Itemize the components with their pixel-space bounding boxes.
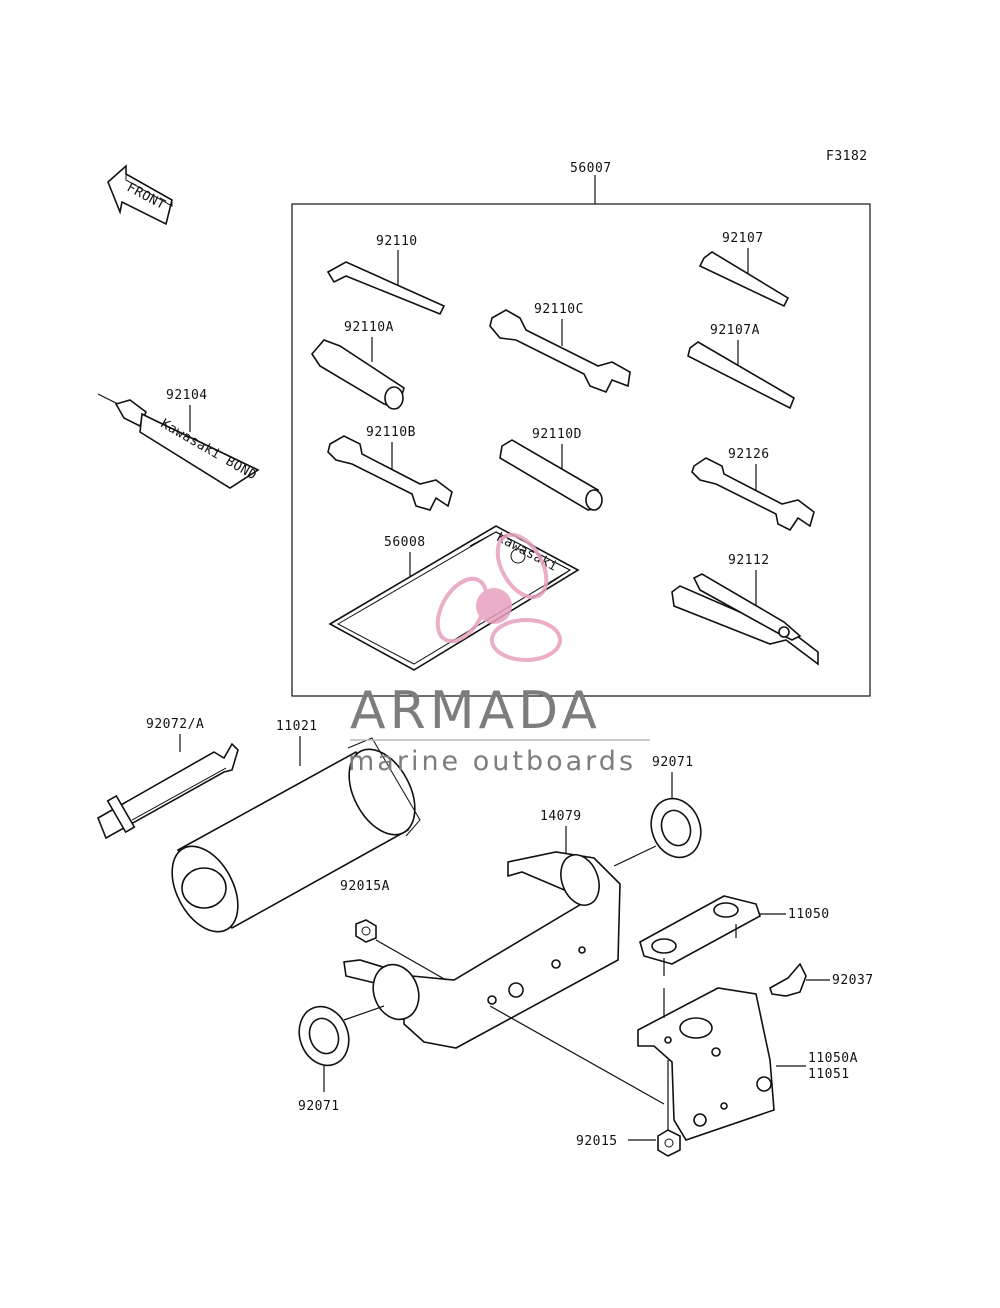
armada-logo-icon <box>435 532 562 662</box>
storage-canister <box>171 737 421 933</box>
label-92110: 92110 <box>376 234 418 249</box>
mounting-bracket <box>343 851 621 1049</box>
open-end-wrench-92110B <box>327 435 453 511</box>
label-92110D: 92110D <box>532 427 582 442</box>
nut-92015A <box>355 919 377 943</box>
label-92015A: 92015A <box>340 879 390 894</box>
diagram-code: F3182 <box>826 149 868 164</box>
pliers <box>671 573 819 666</box>
screwdriver <box>698 251 790 308</box>
nut-92015 <box>657 1129 681 1157</box>
label-11050: 11050 <box>788 907 830 922</box>
screwdriver-92107A <box>687 341 795 410</box>
front-arrow-icon: FRONT <box>107 164 173 226</box>
label-92110C: 92110C <box>534 302 584 317</box>
hex-key <box>326 261 446 316</box>
label-14079: 14079 <box>540 809 582 824</box>
open-end-wrench-92110C <box>489 309 631 394</box>
label-92037: 92037 <box>832 973 874 988</box>
bracket-11050A <box>637 987 775 1141</box>
clip <box>769 962 807 997</box>
tool-kit-frame <box>291 203 871 697</box>
watermark-title: ARMADA <box>350 681 601 741</box>
label-92015: 92015 <box>576 1134 618 1149</box>
label-92071-bottom: 92071 <box>298 1099 340 1114</box>
label-92110B: 92110B <box>366 425 416 440</box>
label-92107A: 92107A <box>710 323 760 338</box>
label-56007: 56007 <box>570 161 612 176</box>
label-92126: 92126 <box>728 447 770 462</box>
label-92072A: 92072/A <box>146 717 204 732</box>
label-11051: 11051 <box>808 1067 850 1082</box>
tool-bag: Kawasaki <box>328 525 580 671</box>
label-92104: 92104 <box>166 388 208 403</box>
label-56008: 56008 <box>384 535 426 550</box>
grommet-top <box>650 797 702 859</box>
bond-tube: Kawasaki BOND <box>97 393 260 489</box>
label-92107: 92107 <box>722 231 764 246</box>
leader-grommet-top <box>613 845 657 867</box>
open-end-wrench-92126 <box>691 457 815 532</box>
leader-nut-92015A <box>375 939 447 981</box>
leader-grommet-bottom <box>343 1005 385 1021</box>
grommet-bottom <box>298 1005 350 1067</box>
strap <box>96 742 239 840</box>
label-11050A: 11050A <box>808 1051 858 1066</box>
watermark-subtitle: marine outboards <box>348 746 636 777</box>
plate-11050 <box>639 895 761 976</box>
leader-nut-path <box>489 1005 665 1105</box>
box-wrench <box>310 339 405 410</box>
label-92112: 92112 <box>728 553 770 568</box>
label-92071-top: 92071 <box>652 755 694 770</box>
label-92110A: 92110A <box>344 320 394 335</box>
label-11021: 11021 <box>276 719 318 734</box>
plug-wrench <box>499 439 603 511</box>
